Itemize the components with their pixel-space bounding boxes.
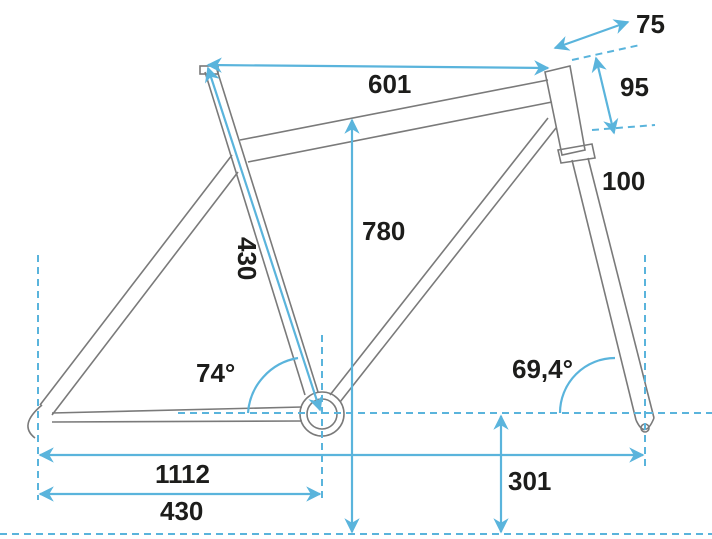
dimension-labels: 75 95 100 601 430 780 74° 69,4° 1112 430…: [155, 9, 665, 526]
label-fork-length: 100: [602, 166, 645, 196]
dimension-lines: [38, 19, 645, 534]
reference-lines: [0, 44, 712, 535]
label-head-tube-length: 95: [620, 72, 649, 102]
label-top-tube: 601: [368, 69, 411, 99]
label-stack: 780: [362, 216, 405, 246]
label-seat-tube: 430: [232, 237, 262, 280]
label-seat-angle: 74°: [196, 358, 235, 388]
label-head-angle: 69,4°: [512, 354, 573, 384]
label-head-tube-top: 75: [636, 9, 665, 39]
label-chainstay: 430: [160, 496, 203, 526]
label-wheelbase: 1112: [155, 459, 210, 489]
label-bb-height: 301: [508, 466, 551, 496]
